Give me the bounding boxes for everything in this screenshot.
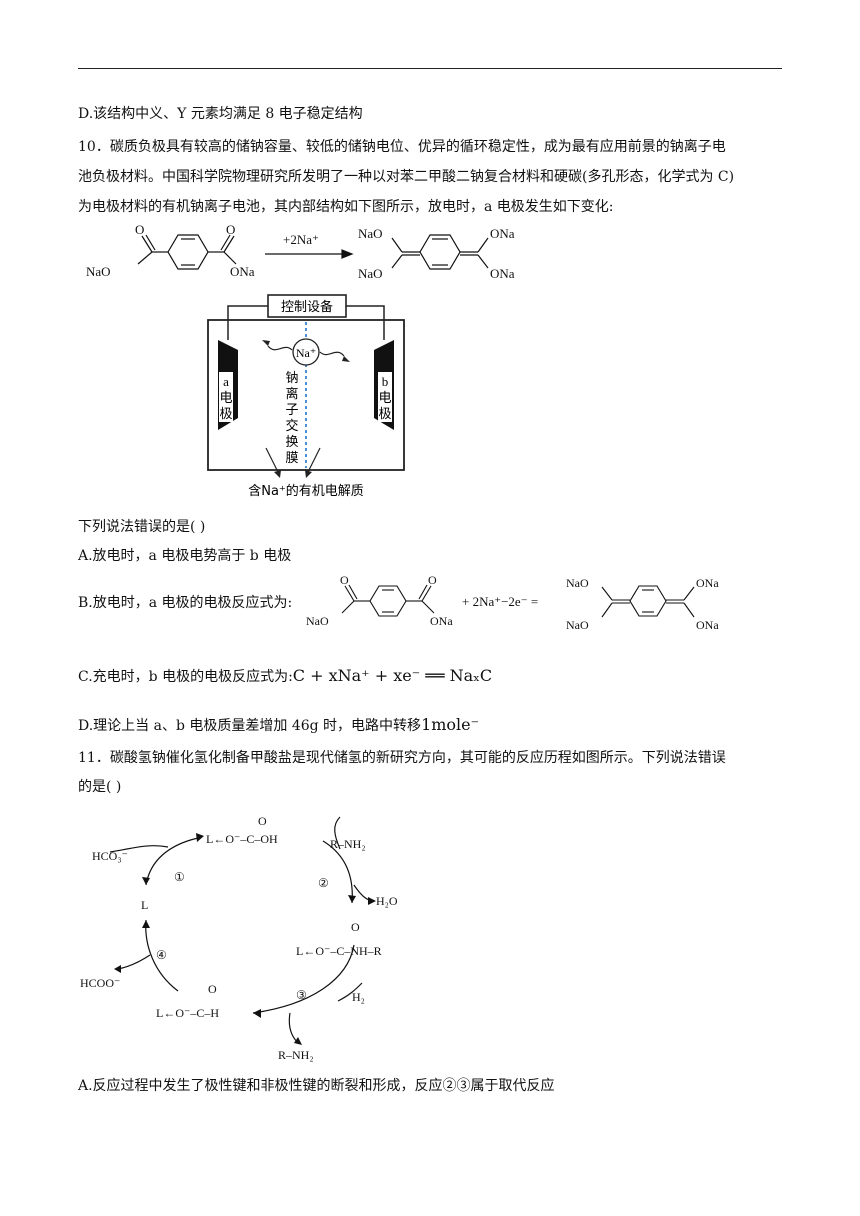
arrow-label: +2Na⁺ bbox=[283, 232, 319, 247]
control-device-label: 控制设备 bbox=[281, 299, 333, 315]
q10-option-d-value: 1mole⁻ bbox=[421, 715, 480, 734]
top-carbonyl-o: O bbox=[258, 814, 267, 828]
optb-reactant-o-left: O bbox=[340, 573, 349, 587]
q10-option-d: D.理论上当 a、b 电极质量差增加 46g 时，电路中转移1mole⁻ bbox=[78, 716, 479, 735]
q10-battery-diagram: 控制设备 a 电 极 b 电 极 钠 离 子 交 换 膜 Na⁺ 含Na⁺的有机… bbox=[207, 294, 405, 499]
product-ona-bottom: ONa bbox=[490, 266, 515, 281]
q10-option-c-prefix: C.充电时，b 电极的电极反应式为: bbox=[78, 669, 293, 685]
optb-reactant-o-right: O bbox=[428, 573, 437, 587]
electrode-b-label-3: 极 bbox=[378, 406, 391, 421]
electrode-a-label-2: 电 bbox=[219, 390, 232, 405]
q10-option-a: A.放电时，a 电极电势高于 b 电极 bbox=[78, 548, 292, 564]
reactant-nao: NaO bbox=[86, 264, 111, 279]
electrode-b-label-1: b bbox=[382, 374, 389, 389]
step-2: ② bbox=[318, 876, 329, 890]
q10-option-b-equation: O O NaO ONa + 2Na⁺−2e⁻ = NaO NaO ONa ONa bbox=[306, 573, 719, 632]
output-h2o: H₂O bbox=[376, 894, 398, 908]
sodium-ion-label: Na⁺ bbox=[296, 346, 316, 360]
step-3: ③ bbox=[296, 988, 307, 1002]
right-species: L←O⁻–C–NH–R bbox=[296, 944, 382, 958]
q11-stem-line-2: 的是( ) bbox=[78, 779, 122, 795]
electrolyte-label: 含Na⁺的有机电解质 bbox=[248, 483, 364, 499]
optb-product-ona-top: ONa bbox=[696, 576, 719, 590]
optb-product-ona-bottom: ONa bbox=[696, 618, 719, 632]
electrode-a-label-3: 极 bbox=[219, 406, 232, 421]
optb-middle-terms: + 2Na⁺−2e⁻ = bbox=[462, 594, 538, 609]
electrode-a-label-1: a bbox=[223, 374, 229, 389]
step-1: ① bbox=[174, 870, 185, 884]
q11-stem-line-1: 11．碳酸氢钠催化氢化制备甲酸盐是现代储氢的新研究方向，其可能的反应历程如图所示… bbox=[78, 750, 726, 766]
left-species-l: L bbox=[141, 898, 148, 912]
product-ona-top: ONa bbox=[490, 226, 515, 241]
right-carbonyl-o: O bbox=[351, 920, 360, 934]
input-rnh2: R–NH₂ bbox=[330, 837, 366, 851]
output-hcoo: HCOO⁻ bbox=[80, 976, 120, 990]
q9-option-d: D.该结构中义、Y 元素均满足 8 电子稳定结构 bbox=[78, 106, 363, 122]
membrane-char-2: 离 bbox=[285, 386, 298, 401]
step-4: ④ bbox=[156, 948, 167, 962]
optb-reactant-ona: ONa bbox=[430, 614, 453, 628]
bottom-carbonyl-o: O bbox=[208, 982, 217, 996]
q11-option-a: A.反应过程中发生了极性键和非极性键的断裂和形成，反应②③属于取代反应 bbox=[78, 1078, 555, 1094]
q11-catalytic-cycle: O L←O⁻–C–OH R–NH₂ HCO₃⁻ ① ② H₂O L O L←O⁻… bbox=[80, 814, 398, 1062]
output-rnh2: R–NH₂ bbox=[278, 1048, 314, 1062]
reactant-ona: ONa bbox=[230, 264, 255, 279]
optb-product-nao-top: NaO bbox=[566, 576, 589, 590]
q10-stem-line-3: 为电极材料的有机钠离子电池，其内部结构如下图所示，放电时，a 电极发生如下变化: bbox=[78, 199, 614, 215]
product-nao-top: NaO bbox=[358, 226, 383, 241]
reactant-o-right: O bbox=[226, 222, 235, 237]
q10-stem-line-2: 池负极材料。中国科学院物理研究所发明了一种以对苯二甲酸二钠复合材料和硬碳(多孔形… bbox=[78, 169, 735, 185]
reactant-o-left: O bbox=[135, 222, 144, 237]
membrane-char-6: 膜 bbox=[285, 450, 298, 465]
q10-stem-line-1: 10．碳质负极具有较高的储钠容量、较低的储钠电位、优异的循环稳定性，成为最有应用… bbox=[78, 139, 726, 155]
q10-question: 下列说法错误的是( ) bbox=[78, 519, 206, 535]
membrane-char-1: 钠 bbox=[285, 370, 298, 385]
q10-option-c-formula: C + xNa⁺ + xe⁻ ══ NaₓC bbox=[292, 666, 493, 685]
q10-reaction-scheme: O O NaO ONa +2Na⁺ NaO NaO ONa ONa bbox=[86, 222, 515, 281]
membrane-char-4: 交 bbox=[285, 418, 298, 433]
q10-option-d-prefix: D.理论上当 a、b 电极质量差增加 46g 时，电路中转移 bbox=[78, 718, 422, 734]
optb-reactant-nao: NaO bbox=[306, 614, 329, 628]
header-rule bbox=[78, 68, 782, 69]
sodium-ion bbox=[292, 338, 320, 366]
bottom-species: L←O⁻–C–H bbox=[156, 1006, 219, 1020]
top-species: L←O⁻–C–OH bbox=[206, 832, 278, 846]
q10-option-b-prefix: B.放电时，a 电极的电极反应式为: bbox=[78, 595, 293, 611]
product-nao-bottom: NaO bbox=[358, 266, 383, 281]
optb-product-nao-bottom: NaO bbox=[566, 618, 589, 632]
membrane-char-3: 子 bbox=[285, 402, 298, 417]
input-hco3: HCO₃⁻ bbox=[92, 849, 128, 863]
membrane-char-5: 换 bbox=[285, 434, 298, 449]
input-h2: H₂ bbox=[352, 990, 365, 1004]
q10-option-c: C.充电时，b 电极的电极反应式为:C + xNa⁺ + xe⁻ ══ NaₓC bbox=[78, 667, 492, 686]
electrode-b-label-2: 电 bbox=[378, 390, 391, 405]
